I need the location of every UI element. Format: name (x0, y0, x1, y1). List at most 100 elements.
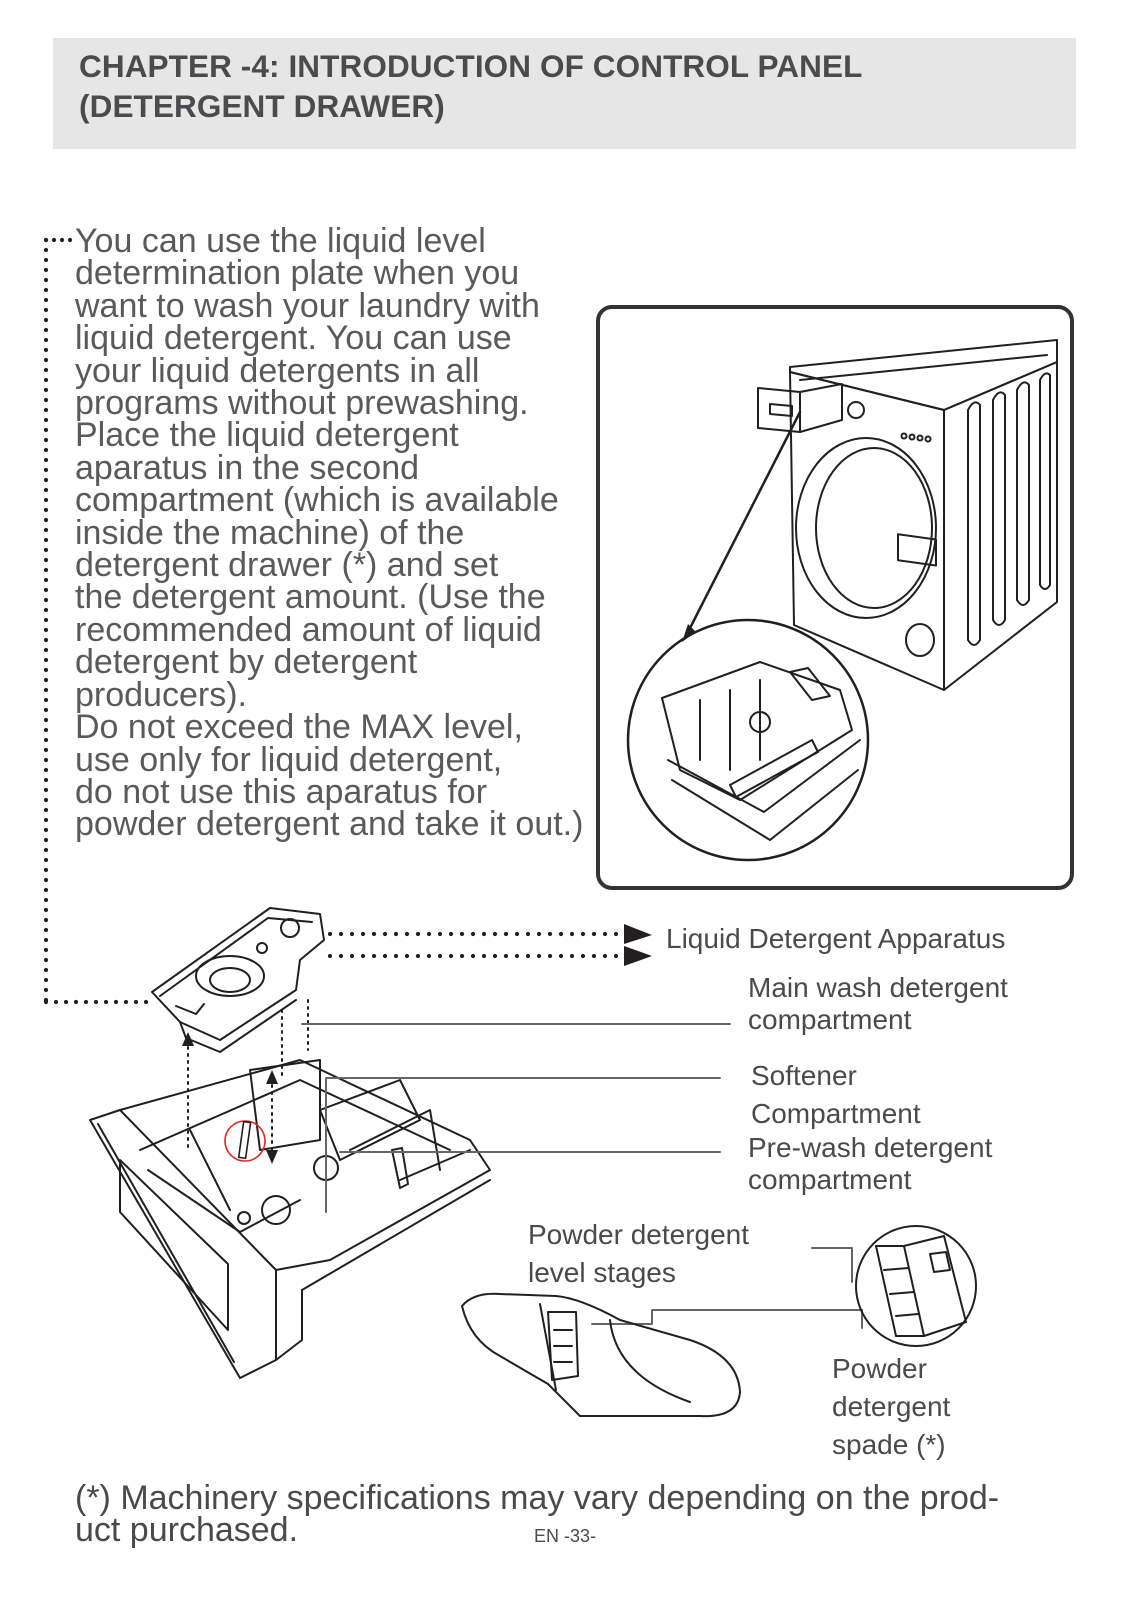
leader-dot (43, 427, 49, 433)
leader-dot (393, 931, 399, 937)
intro-line: producers). (75, 675, 247, 714)
leader-dot (338, 953, 344, 959)
leader-dot (558, 931, 564, 937)
leader-dot (43, 777, 49, 783)
leader-dot (43, 717, 49, 723)
callout-text: Liquid Detergent Apparatus (666, 923, 1006, 954)
leader-dot (448, 953, 454, 959)
leader-dot (63, 999, 69, 1005)
leader-dot (43, 747, 49, 753)
leader-dot (43, 837, 49, 843)
intro-line: You can use the liquid level (75, 222, 486, 260)
leader-dot (43, 517, 49, 523)
leader-dot (448, 931, 454, 937)
leader-dot (143, 999, 149, 1005)
leader-dot (43, 807, 49, 813)
leader-dot (43, 857, 49, 863)
leader-dot (43, 387, 49, 393)
leader-dot (43, 667, 49, 673)
leader-dot (349, 953, 355, 959)
page-number: EN -33- (534, 1526, 597, 1546)
leader-dot (426, 953, 432, 959)
leader-dot (43, 847, 49, 853)
leader-dot (43, 957, 49, 963)
intro-line: determination plate when you (75, 254, 520, 293)
callout-powder-spade: Powder detergent spade (*) (832, 1350, 950, 1464)
callout-powder-level: Powder detergent level stages (528, 1216, 749, 1292)
leader-dot (59, 237, 65, 243)
leader-dot (43, 617, 49, 623)
leader-dot (525, 931, 531, 937)
washing-machine-icon (757, 339, 1058, 691)
leader-dot (123, 999, 129, 1005)
leader-dot (43, 967, 49, 973)
leader-dot (43, 587, 49, 593)
leader-dot (103, 999, 109, 1005)
leader-dot (43, 627, 49, 633)
callout-prewash: Pre-wash detergent compartment (748, 1132, 992, 1196)
callout-liquid-apparatus: Liquid Detergent Apparatus (666, 923, 1005, 955)
leader-dot (569, 931, 575, 937)
leader-dot (43, 297, 49, 303)
callout-text: compartment (748, 1004, 912, 1035)
highlight-circle (224, 1120, 266, 1162)
leader-dot (536, 953, 542, 959)
leader-dot (415, 931, 421, 937)
intro-line: use only for liquid detergent, (75, 740, 503, 779)
leader-dot (470, 953, 476, 959)
leader-dot (43, 327, 49, 333)
leader-dot (613, 931, 619, 937)
leader-dot (437, 931, 443, 937)
intro-line: your liquid detergents in all (75, 351, 480, 390)
leader-dot (43, 817, 49, 823)
leader-dot (558, 953, 564, 959)
assembly-guides (187, 999, 309, 1157)
intro-line: do not use this aparatus for (75, 772, 488, 811)
leader-dot (133, 999, 139, 1005)
leader-dot (43, 567, 49, 573)
leader-dot (67, 237, 73, 243)
callout-text: spade (*) (832, 1429, 946, 1460)
intro-line: detergent drawer (*) and set (75, 546, 499, 585)
intro-line: inside the machine) of the (75, 513, 465, 552)
leader-dot (43, 577, 49, 583)
intro-line: liquid detergent. You can use (75, 319, 512, 358)
leader-dot (43, 677, 49, 683)
leader-dot (459, 953, 465, 959)
leader-dot (43, 457, 49, 463)
leader-dot (43, 687, 49, 693)
leader-dot (349, 931, 355, 937)
leader-dot (43, 737, 49, 743)
leader-dot (43, 927, 49, 933)
leader-dot (371, 953, 377, 959)
leader-dot (43, 317, 49, 323)
callout-text: Powder detergent (528, 1219, 750, 1250)
leader-dot (492, 953, 498, 959)
leader-dot (43, 357, 49, 363)
leader-dot (481, 953, 487, 959)
leader-dot (43, 347, 49, 353)
leader-dot (602, 953, 608, 959)
zoom-arrow (686, 410, 802, 634)
leader-dot (591, 953, 597, 959)
leader-dot (404, 953, 410, 959)
leader-dot (43, 977, 49, 983)
leader-dot (113, 999, 119, 1005)
leader-dot (327, 931, 333, 937)
leader-dot (514, 953, 520, 959)
leader-dot (43, 527, 49, 533)
detergent-drawer-icon (89, 1059, 491, 1379)
intro-line: detergent by detergent (75, 643, 418, 682)
machine-illustration-frame (596, 305, 1074, 890)
leader-dot (43, 767, 49, 773)
leader-dot (536, 931, 542, 937)
chapter-header-band (53, 38, 1076, 149)
callout-text: compartment (748, 1164, 912, 1195)
leader-dot (43, 287, 49, 293)
callout-text: Pre-wash detergent (748, 1132, 993, 1163)
leader-dot (580, 953, 586, 959)
leader-dot (382, 931, 388, 937)
chapter-title-line-2: (DETERGENT DRAWER) (79, 88, 445, 124)
leader-dot (547, 953, 553, 959)
leader-dot (43, 487, 49, 493)
